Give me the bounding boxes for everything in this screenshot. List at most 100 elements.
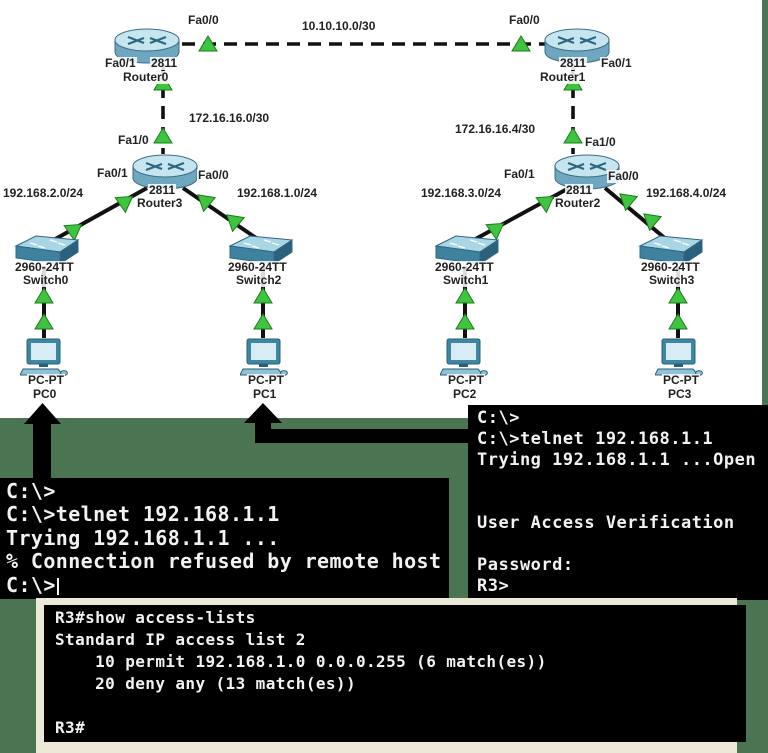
router0-name-label: Router0: [122, 70, 170, 84]
terminal-line: [55, 695, 746, 717]
router0-model-label: 2811: [150, 56, 179, 70]
device-router3[interactable]: [132, 153, 198, 196]
pc-icon: [654, 338, 703, 376]
terminal-line: R3#: [55, 718, 86, 737]
link-status-up-indicator: [668, 287, 688, 304]
terminal-line: C:\>: [477, 408, 520, 428]
pc0-model-label: PC-PT: [27, 373, 65, 387]
router2-model-label: 2811: [565, 183, 594, 197]
link-status-up-indicator: [63, 223, 83, 242]
router3-model-label: 2811: [148, 183, 177, 197]
router3-port-label: Fa0/1: [96, 166, 129, 180]
link-status-up-indicator: [253, 287, 273, 304]
router1-name-label: Router1: [539, 70, 587, 84]
pc-icon: [239, 338, 288, 376]
switch-icon: [14, 235, 80, 265]
terminal-line: Trying 192.168.1.1 ...Open: [477, 450, 757, 470]
switch2-name-label: Switch2: [235, 273, 283, 287]
device-switch3[interactable]: [638, 233, 704, 272]
switch0-model-label: 2960-24TT: [14, 260, 75, 274]
router2-port-label: Fa0/1: [503, 167, 536, 181]
link-status-up-indicator: [226, 214, 246, 233]
switch-icon: [228, 235, 294, 265]
router3-port-label: Fa0/0: [197, 168, 230, 182]
switch3-model-label: 2960-24TT: [640, 260, 701, 274]
network-label: 192.168.4.0/24: [645, 186, 728, 200]
device-pc3[interactable]: [654, 338, 703, 383]
terminal-line: [477, 492, 768, 513]
link-status-up-indicator: [619, 193, 639, 212]
pc0-name-label: PC0: [32, 387, 58, 401]
link-status-up-indicator: [485, 222, 505, 241]
network-label: 192.168.2.0/24: [2, 186, 85, 200]
network-label: 192.168.1.0/24: [236, 186, 319, 200]
terminal-line: C:\>telnet 192.168.1.1: [477, 429, 714, 449]
router0-port-label: Fa0/1: [104, 56, 137, 70]
router1-port-label: Fa0/1: [600, 56, 633, 70]
link-status-up-indicator: [34, 313, 54, 330]
terminal-line: % Connection refused by remote host: [6, 549, 442, 574]
device-router2[interactable]: [554, 153, 620, 196]
device-pc1[interactable]: [239, 338, 288, 383]
link-status-up-indicator: [198, 35, 218, 52]
terminal-line: [477, 534, 768, 555]
router-icon: [132, 154, 198, 190]
pc-icon: [19, 338, 68, 376]
terminal-line: C:\>: [6, 479, 56, 503]
text-cursor: [56, 577, 59, 595]
router1-port-label: Fa0/0: [508, 13, 541, 27]
router3-name-label: Router3: [136, 196, 184, 210]
network-label: 172.16.16.4/30: [454, 122, 537, 136]
pc-icon: [439, 338, 488, 376]
device-switch0[interactable]: [14, 233, 80, 272]
link-status-up-indicator: [668, 313, 688, 330]
router2-name-label: Router2: [554, 196, 602, 210]
terminal-line: C:\>: [6, 573, 449, 597]
device-switch1[interactable]: [434, 233, 500, 272]
terminal-line: Trying 192.168.1.1 ...: [6, 525, 280, 550]
pc2-name-label: PC2: [452, 387, 478, 401]
router0-port-label: Fa0/0: [187, 13, 220, 27]
pc3-model-label: PC-PT: [662, 373, 700, 387]
switch-icon: [638, 235, 704, 265]
pc2-model-label: PC-PT: [447, 373, 485, 387]
terminal-line: R3#show access-lists: [55, 608, 256, 627]
router2-port-label: Fa1/0: [584, 135, 617, 149]
link-status-up-indicator: [643, 213, 663, 232]
link-status-up-indicator: [535, 195, 555, 214]
router3-port-label: Fa1/0: [117, 133, 150, 147]
terminal-line: Password:: [477, 555, 585, 575]
switch-icon: [434, 235, 500, 265]
router1-model-label: 2811: [559, 56, 588, 70]
switch1-name-label: Switch1: [442, 273, 490, 287]
link-status-up-indicator: [34, 287, 54, 304]
network-label: 10.10.10.0/30: [301, 19, 377, 33]
terminal-line: C:\>telnet 192.168.1.1: [6, 502, 280, 527]
router-icon: [554, 154, 620, 190]
terminal-line: Standard IP access list 2: [55, 630, 306, 649]
cable-router3-switch2[interactable]: [181, 186, 261, 242]
pc3-name-label: PC3: [667, 387, 693, 401]
link-status-up-indicator: [253, 313, 273, 330]
link-status-up-indicator: [197, 194, 217, 213]
switch1-model-label: 2960-24TT: [434, 260, 495, 274]
device-switch2[interactable]: [228, 233, 294, 272]
switch3-name-label: Switch3: [648, 273, 696, 287]
terminal-line: 20 deny any (13 match(es)): [55, 674, 356, 693]
pc1-model-label: PC-PT: [247, 373, 285, 387]
link-status-up-indicator: [153, 127, 173, 144]
switch0-name-label: Switch0: [22, 273, 70, 287]
cable-router2-switch3[interactable]: [603, 186, 669, 242]
device-pc0[interactable]: [19, 338, 68, 383]
link-status-up-indicator: [511, 35, 531, 52]
terminal-line: 10 permit 192.168.1.0 0.0.0.255 (6 match…: [55, 652, 547, 671]
device-pc2[interactable]: [439, 338, 488, 383]
pc1-name-label: PC1: [252, 387, 278, 401]
network-label: 172.16.16.0/30: [188, 111, 271, 125]
link-status-up-indicator: [455, 313, 475, 330]
